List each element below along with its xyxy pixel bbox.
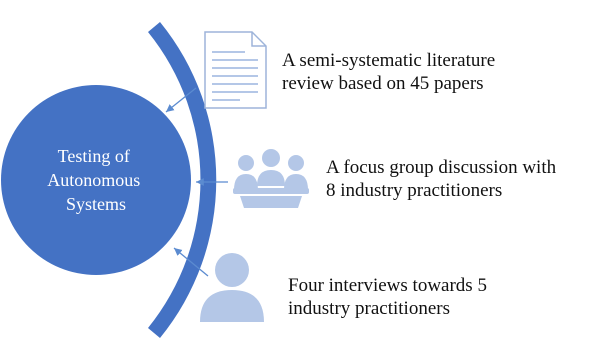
literature-label: A semi-systematic literature review base…: [282, 50, 500, 94]
arrow-interviews: [173, 247, 209, 277]
arrow-literature: [165, 87, 197, 113]
center-line-2: Autonomous: [47, 170, 140, 190]
focus-group-line-1: A focus group discussion with: [326, 157, 557, 178]
literature-line-1: A semi-systematic literature: [282, 50, 495, 71]
center-line-1: Testing of: [58, 146, 130, 166]
group-icon: [233, 149, 309, 208]
center-label: Testing of Autonomous Systems: [47, 146, 145, 214]
center-circle: [1, 85, 191, 275]
interviews-label: Four interviews towards 5 industry pract…: [288, 275, 492, 319]
interviews-line-1: Four interviews towards 5: [288, 275, 487, 296]
arc-band: [148, 22, 217, 338]
focus-group-line-2: 8 industry practitioners: [326, 180, 502, 201]
focus-group-label: A focus group discussion with 8 industry…: [326, 157, 561, 201]
document-icon: [204, 31, 267, 109]
center-line-3: Systems: [66, 194, 126, 214]
interviews-line-2: industry practitioners: [288, 298, 450, 319]
literature-line-2: review based on 45 papers: [282, 73, 484, 94]
person-icon: [200, 253, 264, 322]
